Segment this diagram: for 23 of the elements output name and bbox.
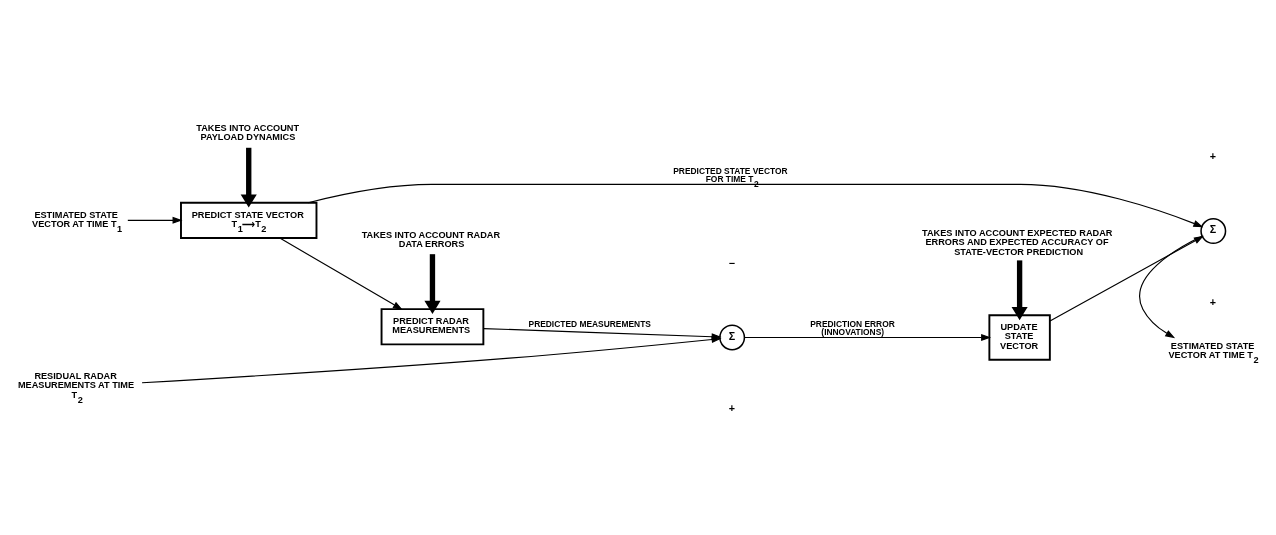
edge-label: PREDICTION ERROR (INNOVATIONS) bbox=[810, 318, 895, 337]
node-text: TAKES INTO ACCOUNT EXPECTED RADAR ERRORS AND EXPECTED ACCURACY OF STATE-VECTOR PREDICTION bbox=[922, 227, 1113, 256]
arrow bbox=[1139, 235, 1203, 338]
label: − bbox=[728, 256, 735, 269]
node-box: PREDICT RADAR MEASUREMENTS bbox=[380, 307, 485, 345]
arrow bbox=[127, 216, 183, 224]
arrow bbox=[1011, 259, 1028, 320]
arrow bbox=[743, 333, 992, 341]
arrow bbox=[240, 147, 257, 208]
node-circle: Σ bbox=[719, 323, 746, 350]
label: + bbox=[728, 401, 735, 414]
label: + bbox=[1209, 149, 1217, 162]
arrow bbox=[141, 335, 722, 383]
node-text: TAKES INTO ACCOUNT PAYLOAD DYNAMICS bbox=[196, 122, 300, 142]
node-box: UPDATE STATE VECTOR bbox=[988, 313, 1051, 361]
node-text: TAKES INTO ACCOUNT RADAR DATA ERRORS bbox=[361, 229, 501, 249]
label: + bbox=[1209, 295, 1217, 308]
edge-label: PREDICTED MEASUREMENTS bbox=[528, 318, 651, 329]
arrow bbox=[424, 253, 441, 314]
arrow bbox=[279, 236, 403, 310]
node-circle: Σ bbox=[1200, 217, 1227, 244]
arrow bbox=[307, 183, 1204, 227]
arrow bbox=[1049, 235, 1204, 322]
